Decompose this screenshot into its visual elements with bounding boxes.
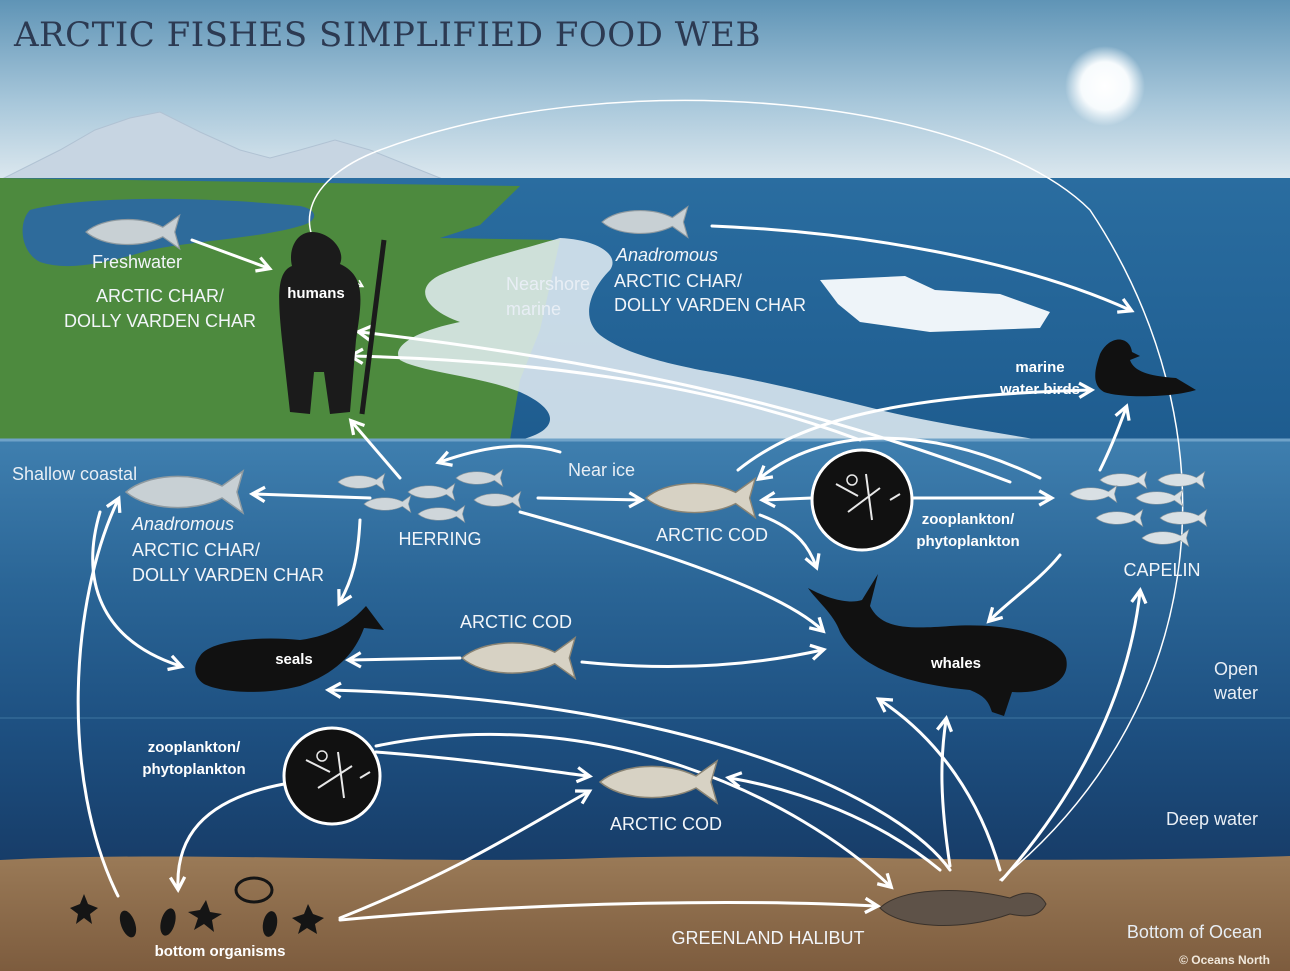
- zone-open-water-1: Open: [1214, 659, 1258, 679]
- birds-label-2: water birds: [999, 381, 1080, 398]
- arrow-plankton-to-cod: [764, 498, 812, 500]
- humans-label: humans: [287, 285, 345, 302]
- arrow-herring-to-cod: [538, 498, 640, 500]
- zone-bottom-of-ocean: Bottom of Ocean: [1127, 922, 1262, 942]
- diagram-title: ARCTIC FISHES SIMPLIFIED FOOD WEB: [13, 15, 761, 55]
- zone-nearshore-2: marine: [506, 299, 561, 319]
- zone-nearshore-1: Nearshore: [506, 274, 590, 294]
- anadromous-char-coastal-qualifier: Anadromous: [131, 514, 234, 534]
- arrow-cod-to-seals: [350, 658, 460, 660]
- anadromous-char-top-qualifier: Anadromous: [615, 245, 718, 265]
- plankton-lower-label-1: zooplankton/: [148, 739, 241, 756]
- plankton-upper-label-1: zooplankton/: [922, 511, 1015, 528]
- freshwater-char-name-2: DOLLY VARDEN CHAR: [64, 311, 256, 331]
- zone-deep-water: Deep water: [1166, 809, 1258, 829]
- whales-label: whales: [930, 655, 981, 672]
- arctic-cod-deep-label: ARCTIC COD: [610, 814, 722, 834]
- anadromous-char-coastal-name-2: DOLLY VARDEN CHAR: [132, 565, 324, 585]
- seals-label: seals: [275, 651, 313, 668]
- sun: [1065, 46, 1145, 126]
- freshwater-char-name-1: ARCTIC CHAR/: [96, 286, 224, 306]
- greenland-halibut-label: GREENLAND HALIBUT: [671, 928, 864, 948]
- birds-label-1: marine: [1015, 359, 1064, 376]
- plankton-lower-label-2: phytoplankton: [142, 761, 245, 778]
- bottom-organisms-label: bottom organisms: [155, 943, 286, 960]
- anadromous-char-coastal-name-1: ARCTIC CHAR/: [132, 540, 260, 560]
- plankton-upper-circle: [812, 450, 912, 550]
- anadromous-char-top-name-2: DOLLY VARDEN CHAR: [614, 295, 806, 315]
- arctic-cod-ice-label: ARCTIC COD: [656, 525, 768, 545]
- zone-open-water-2: water: [1213, 683, 1258, 703]
- capelin-label: CAPELIN: [1123, 560, 1200, 580]
- freshwater-char-qualifier: Freshwater: [92, 252, 182, 272]
- herring-label: HERRING: [398, 529, 481, 549]
- plankton-lower-circle: [284, 728, 380, 824]
- credit: © Oceans North: [1179, 953, 1270, 967]
- zone-near-ice: Near ice: [568, 460, 635, 480]
- arctic-cod-mid-label: ARCTIC COD: [460, 612, 572, 632]
- anadromous-char-top-name-1: ARCTIC CHAR/: [614, 271, 742, 291]
- plankton-upper-label-2: phytoplankton: [916, 533, 1019, 550]
- zone-shallow-coastal: Shallow coastal: [12, 464, 137, 484]
